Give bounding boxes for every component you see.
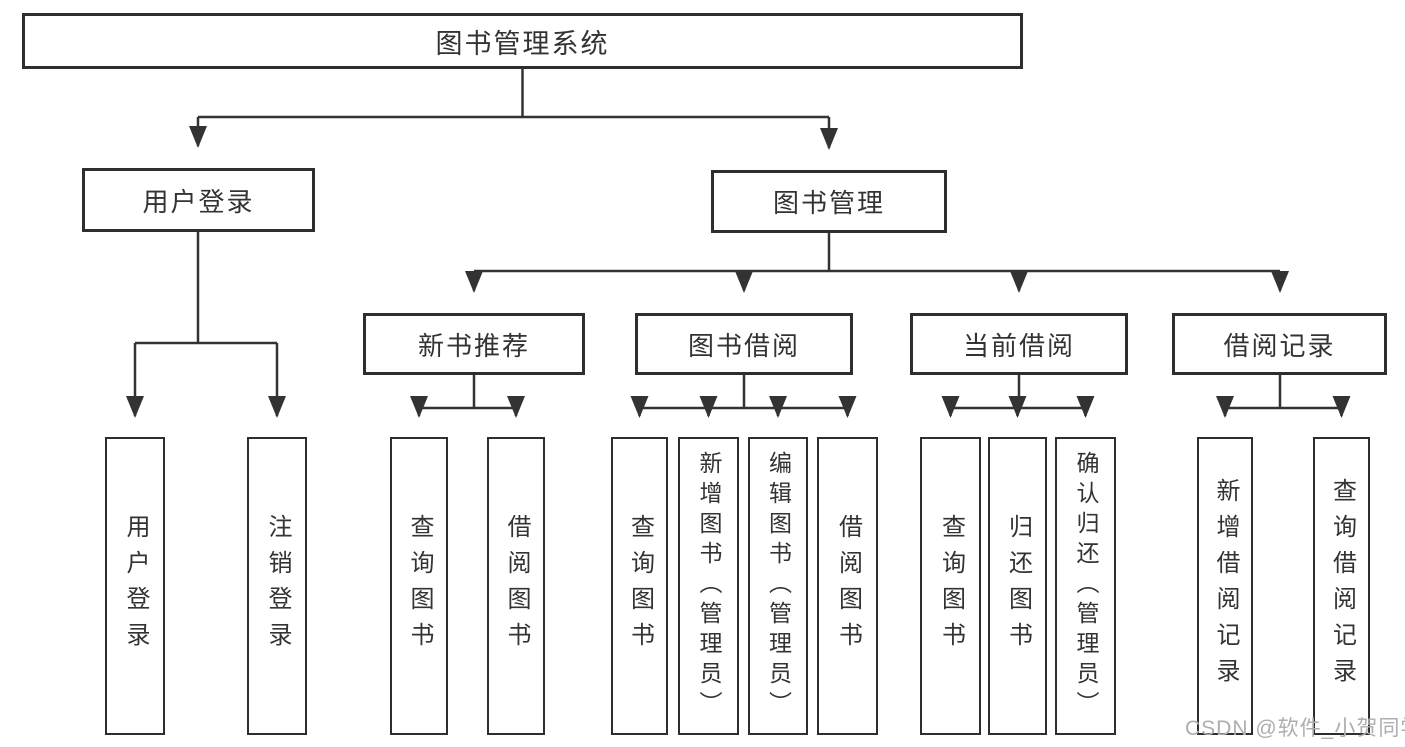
leaf-edit-book-admin: 编辑图书（管理员） (748, 437, 808, 735)
node-book-borrow: 图书借阅 (635, 313, 853, 375)
leaf-confirm-return-admin: 确认归还（管理员） (1055, 437, 1116, 735)
leaf-query-books-3: 查询图书 (920, 437, 981, 735)
node-label: 借阅图书 (834, 514, 862, 658)
leaf-user-login: 用户登录 (105, 437, 165, 735)
node-label: 编辑图书（管理员） (765, 451, 792, 721)
leaf-query-books-1: 查询图书 (390, 437, 448, 735)
node-label: 查询借阅记录 (1328, 478, 1356, 694)
leaf-query-borrow-record: 查询借阅记录 (1313, 437, 1370, 735)
node-label: 新增图书（管理员） (696, 451, 722, 721)
leaf-query-books-2: 查询图书 (611, 437, 668, 735)
leaf-return-books: 归还图书 (988, 437, 1047, 735)
node-user-login-branch: 用户登录 (82, 168, 315, 232)
node-label: 借阅图书 (503, 514, 530, 658)
node-label: 当前借阅 (962, 330, 1075, 361)
node-label: 借阅记录 (1223, 330, 1336, 361)
node-borrow-record: 借阅记录 (1172, 313, 1387, 375)
node-new-book-recommend: 新书推荐 (363, 313, 585, 375)
node-label: 查询图书 (406, 514, 433, 658)
node-current-borrow: 当前借阅 (910, 313, 1128, 375)
leaf-add-book-admin: 新增图书（管理员） (678, 437, 739, 735)
csdn-watermark: CSDN @软件_小贺同学 (1185, 717, 1405, 740)
node-label: 用户登录 (142, 186, 255, 217)
leaf-logout: 注销登录 (247, 437, 307, 735)
node-label: 用户登录 (122, 514, 149, 658)
node-label: 查询图书 (937, 514, 965, 658)
node-label: 确认归还（管理员） (1073, 451, 1099, 721)
node-label: 图书管理 (772, 188, 885, 218)
node-label: 新书推荐 (417, 330, 530, 361)
node-label: 查询图书 (626, 514, 654, 658)
leaf-add-borrow-record: 新增借阅记录 (1197, 437, 1253, 735)
node-library-management-system: 图书管理系统 (22, 13, 1023, 69)
node-book-management-branch: 图书管理 (711, 170, 947, 233)
node-label: 图书管理系统 (435, 28, 610, 59)
node-label: 归还图书 (1004, 514, 1032, 658)
leaf-borrow-books-2: 借阅图书 (817, 437, 878, 735)
leaf-borrow-books-1: 借阅图书 (487, 437, 545, 735)
node-label: 图书借阅 (687, 330, 800, 361)
node-label: 新增借阅记录 (1212, 478, 1239, 694)
node-label: 注销登录 (264, 514, 291, 658)
